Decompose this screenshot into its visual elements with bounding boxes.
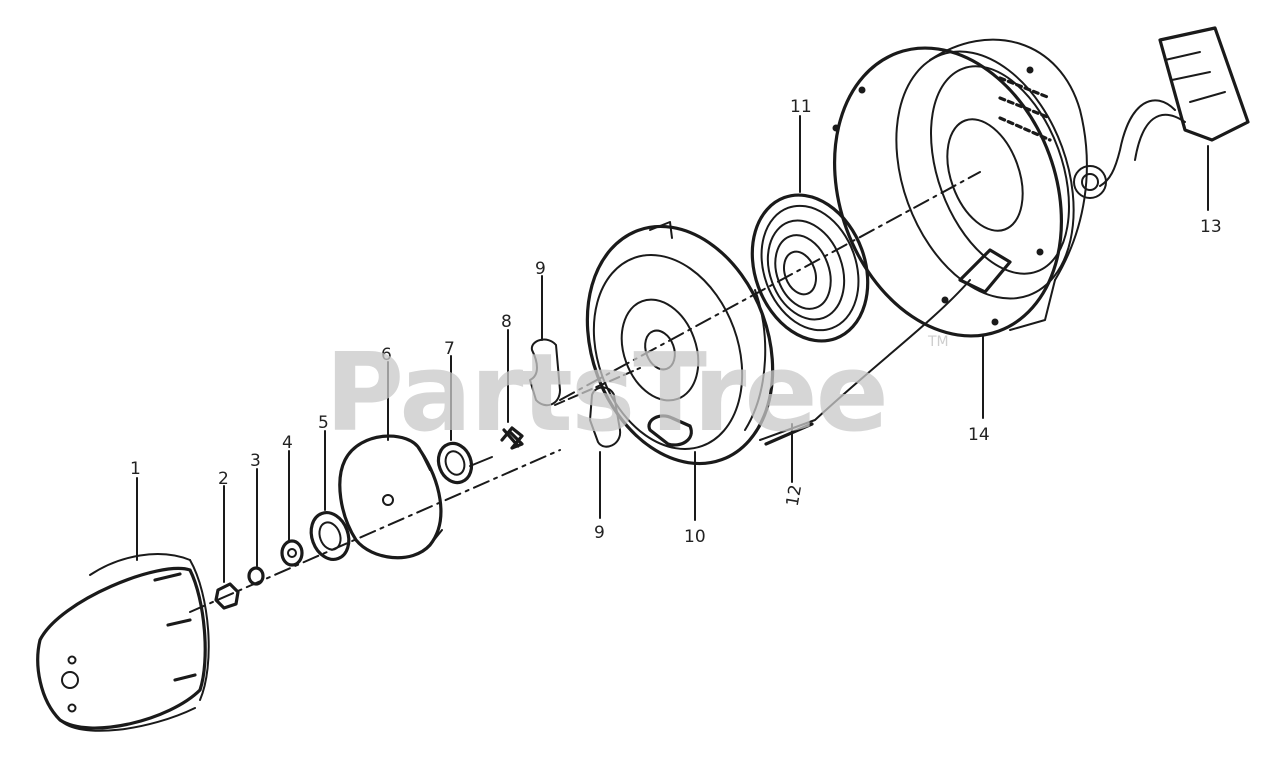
part-7-friction-spring bbox=[436, 441, 493, 485]
callout-6: 6 bbox=[381, 345, 392, 365]
callout-2: 2 bbox=[218, 469, 229, 489]
callout-9-lower: 9 bbox=[594, 523, 605, 543]
callout-7: 7 bbox=[444, 339, 455, 359]
callout-8: 8 bbox=[501, 312, 512, 332]
watermark: PartsTree TM bbox=[325, 331, 949, 456]
watermark-text: PartsTree bbox=[325, 331, 887, 456]
part-3-lock-washer bbox=[247, 566, 265, 586]
callout-9-upper: 9 bbox=[535, 259, 546, 279]
callout-4: 4 bbox=[282, 433, 293, 453]
callout-11: 11 bbox=[790, 97, 812, 117]
callout-14: 14 bbox=[968, 425, 990, 445]
part-12-starter-rope bbox=[759, 279, 971, 446]
callout-12: 12 bbox=[783, 483, 806, 508]
part-8-pawl-spring bbox=[500, 426, 524, 450]
callout-5: 5 bbox=[318, 413, 329, 433]
part-11-recoil-spring bbox=[750, 193, 870, 343]
part-14-starter-housing bbox=[832, 38, 1107, 338]
part-4-washer bbox=[280, 539, 304, 567]
part-13-starter-handle bbox=[1099, 26, 1250, 187]
callout-3: 3 bbox=[250, 451, 261, 471]
part-9-pawl-lower bbox=[589, 386, 622, 448]
callout-labels: 1 2 3 4 5 6 7 8 9 9 10 11 12 13 14 bbox=[130, 97, 1222, 547]
part-6-friction-plate bbox=[338, 434, 443, 560]
leader-lines bbox=[136, 115, 1209, 583]
part-5-washer bbox=[309, 511, 351, 561]
callout-13: 13 bbox=[1200, 217, 1222, 237]
callout-1: 1 bbox=[130, 459, 141, 479]
part-10-pulley-reel bbox=[585, 221, 775, 466]
callout-10: 10 bbox=[684, 527, 706, 547]
assembly-axis bbox=[189, 171, 981, 613]
part-1-starter-cover bbox=[36, 553, 210, 732]
watermark-trademark: TM bbox=[927, 334, 949, 350]
part-2-nut bbox=[214, 582, 240, 610]
